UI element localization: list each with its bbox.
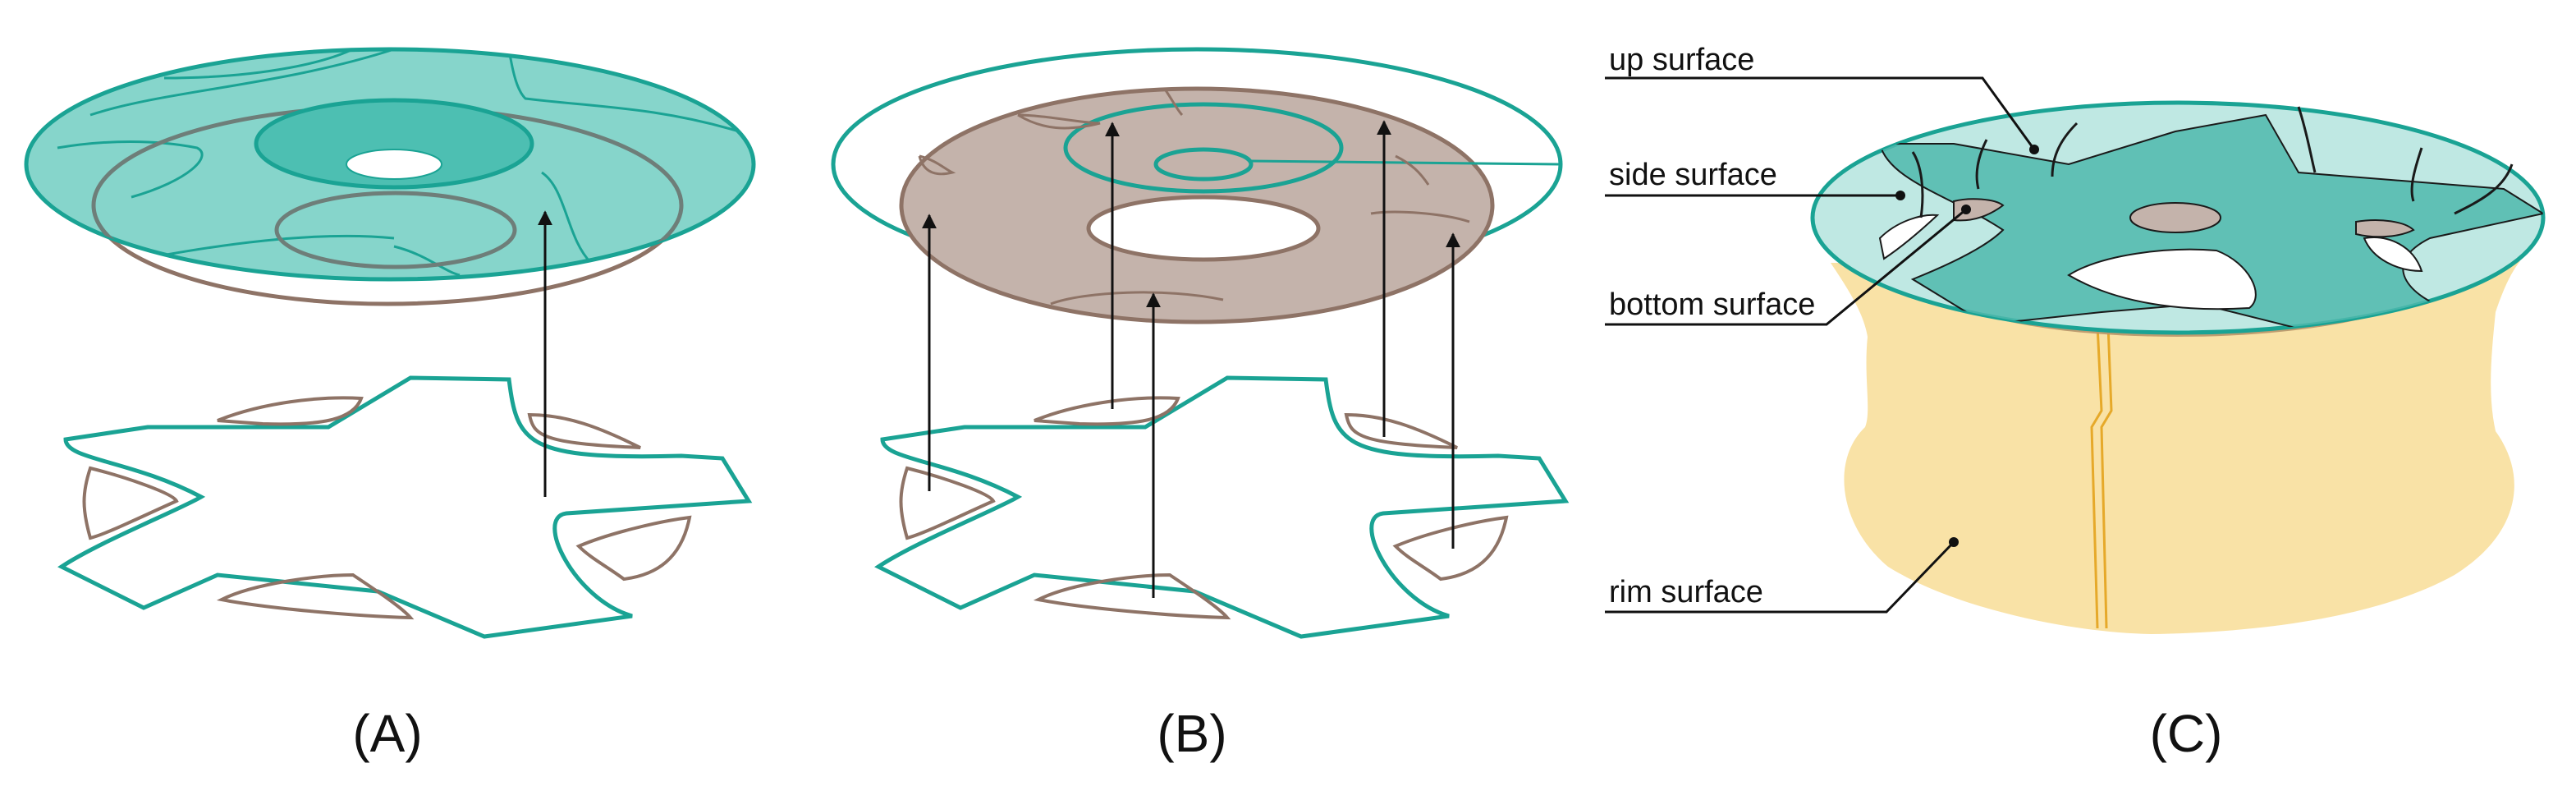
panel-c-cavities: [1878, 214, 2423, 310]
panel-c-blade-edges: [1911, 106, 2514, 218]
panel-c-leaders: [1605, 76, 2039, 614]
panel-c-rim-body: [1831, 261, 2520, 634]
panel-c-brown-blades: [1953, 198, 2415, 238]
leader-up-surface: [1605, 76, 2036, 150]
panel-c-label: (C): [2150, 704, 2223, 763]
callout-up-surface: up surface: [1609, 43, 1754, 77]
callout-rim-surface: rim surface: [1609, 575, 1763, 609]
panel-b-inner-ring: [1063, 102, 1344, 194]
panel-b: (B): [831, 47, 1570, 763]
panel-c-rim-seam: [2090, 324, 2113, 629]
panel-a: (A): [24, 47, 756, 763]
leader-bottom-surface: [1605, 208, 1967, 326]
leader-rim-surface: [1605, 540, 1955, 614]
panel-a-lower-ring: [274, 191, 517, 269]
panel-a-star-outline: [57, 375, 753, 639]
panel-a-blades: [82, 396, 692, 620]
panel-b-blades: [899, 396, 1509, 620]
panel-c: up surface side surface bottom surface r…: [1605, 43, 2546, 763]
callout-side-surface: side surface: [1609, 158, 1777, 192]
panel-a-label: (A): [352, 704, 422, 763]
panel-b-annulus-blades: [918, 90, 1470, 306]
panel-b-star-outline: [874, 375, 1570, 639]
panel-b-label: (B): [1157, 704, 1226, 763]
panel-a-hole: [346, 149, 442, 180]
panel-b-annulus-hole: [1086, 195, 1321, 262]
panel-b-arrows: [922, 120, 1460, 598]
callout-bottom-surface: bottom surface: [1609, 287, 1815, 322]
panel-a-inner-disc: [254, 98, 534, 190]
panel-b-hub-ring: [1153, 147, 1254, 182]
